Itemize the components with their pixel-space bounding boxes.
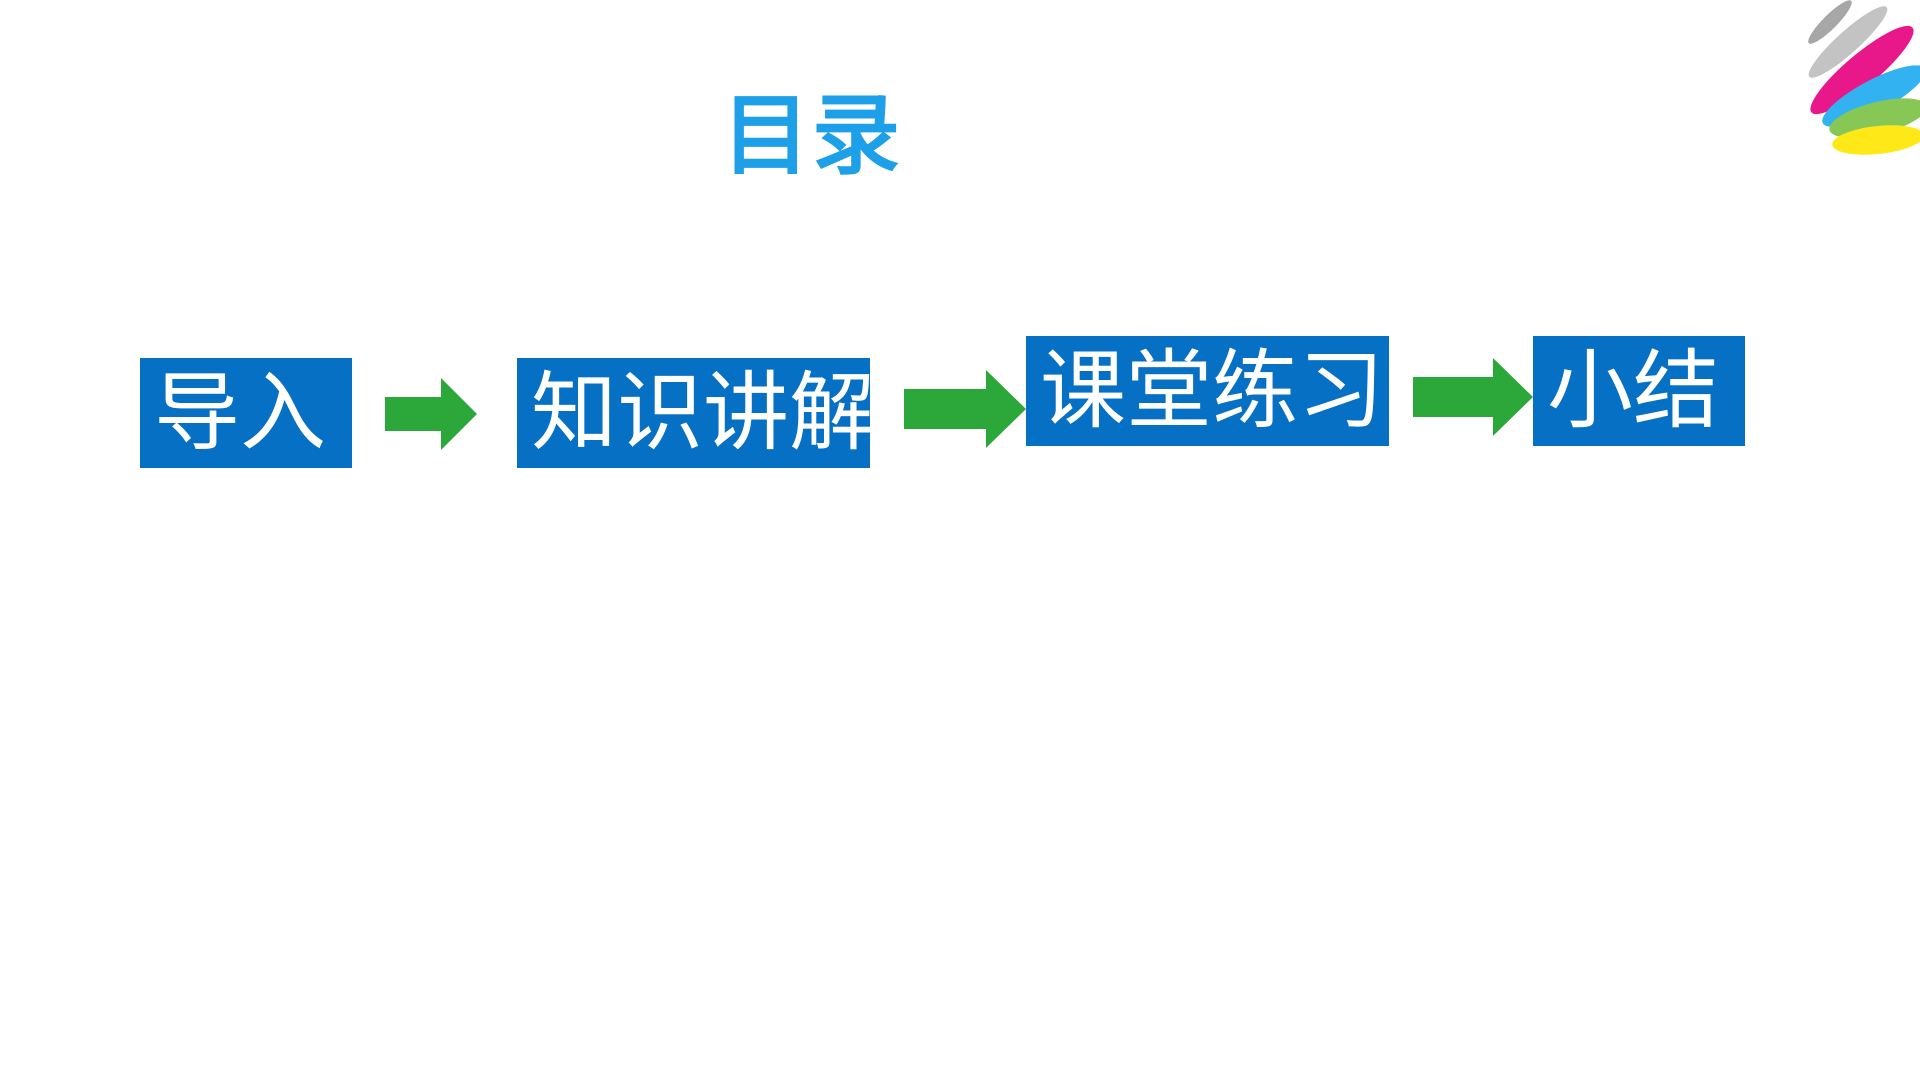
- arrow-right-icon: [904, 370, 1026, 448]
- arrow-right-icon: [1413, 358, 1533, 436]
- step-label-intro: 导入: [154, 363, 326, 463]
- step-box-intro: 导入: [140, 358, 352, 468]
- step-label-summary: 小结: [1547, 341, 1719, 441]
- arrow-right-icon: [385, 378, 477, 450]
- step-box-practice: 课堂练习: [1026, 336, 1389, 446]
- page-title: 目录: [722, 84, 903, 187]
- step-box-summary: 小结: [1533, 336, 1745, 446]
- step-box-knowledge: 知识讲解: [517, 358, 870, 468]
- step-label-practice: 课堂练习: [1040, 341, 1384, 441]
- step-label-knowledge: 知识讲解: [531, 363, 870, 463]
- rainbow-petals-logo-icon: [1808, 0, 1920, 155]
